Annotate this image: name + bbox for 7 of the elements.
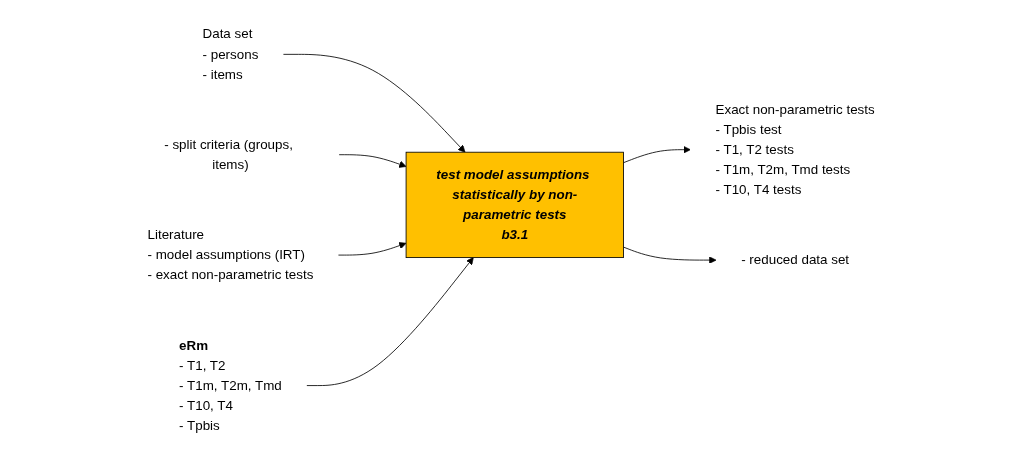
node-text: Exact non-parametric tests - Tpbis test - T1, T2 tests - T1m, T2m, Tmd tests - T10, T4 tests — [715, 101, 875, 197]
node-box: test model assumptions statistically by non-parametric tests b3.1 — [405, 151, 625, 258]
node-text: eRm - T1, T2 - T1m, T2m, Tmd - T10, T4 - Tpbis — [179, 337, 282, 432]
node-text: Literature - model assumptions (IRT) - exact non-parametric tests — [147, 226, 314, 282]
node-text: - reduced data set — [741, 252, 850, 267]
node-text: - split criteria (groups, items) — [164, 136, 294, 171]
node-text: Data set - persons - items — [202, 26, 259, 81]
